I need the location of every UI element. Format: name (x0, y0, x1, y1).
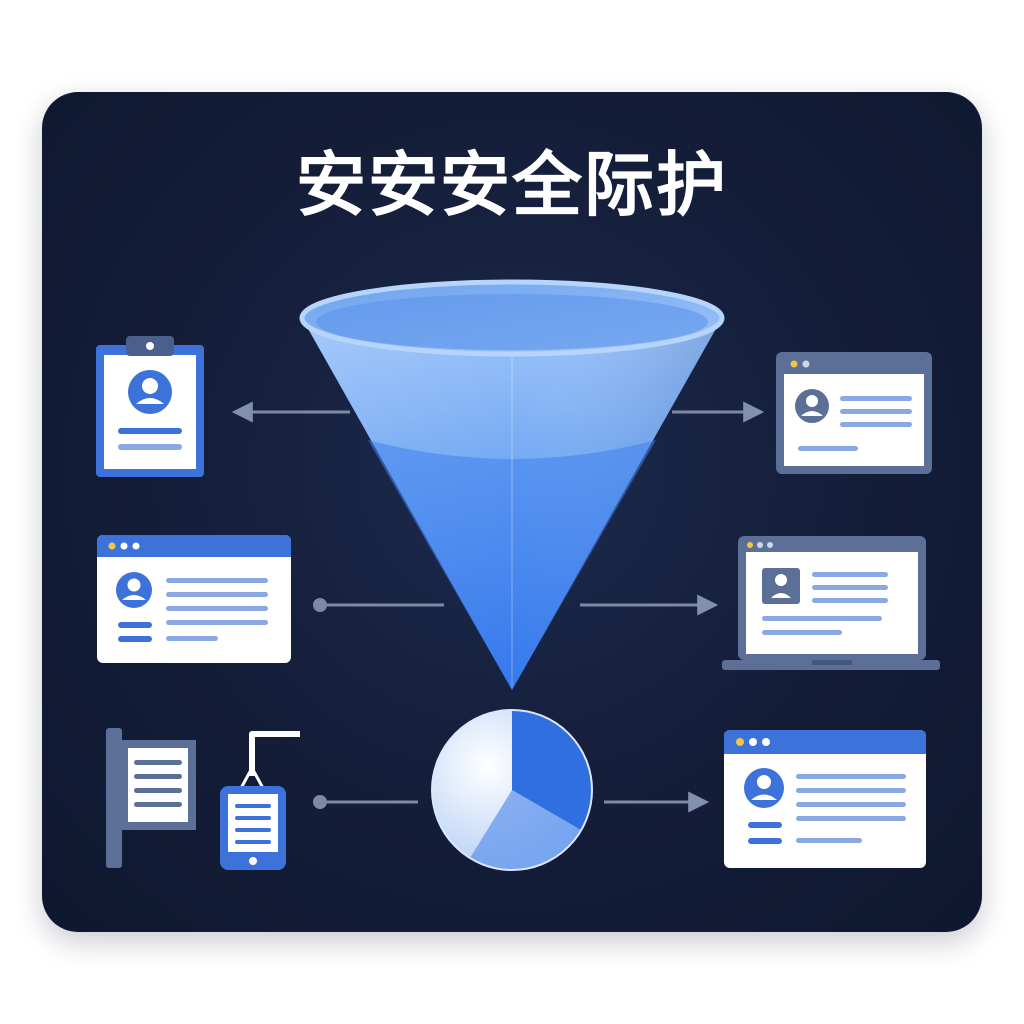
profile-monitor-window-icon (776, 352, 932, 474)
diagram-title: 安安安全际护 (296, 144, 728, 226)
profile-browser-window-icon-right (724, 730, 926, 868)
connector-left-middle (313, 598, 444, 612)
connector-left-bottom (313, 795, 418, 809)
funnel-icon (299, 279, 725, 690)
profile-browser-window-icon (97, 535, 291, 663)
profile-laptop-icon (722, 536, 940, 670)
document-flag-icon (106, 728, 196, 868)
pie-chart-icon (431, 709, 593, 871)
id-badge-clipboard-icon (96, 336, 204, 477)
hanging-phone-tag-icon (220, 731, 300, 870)
